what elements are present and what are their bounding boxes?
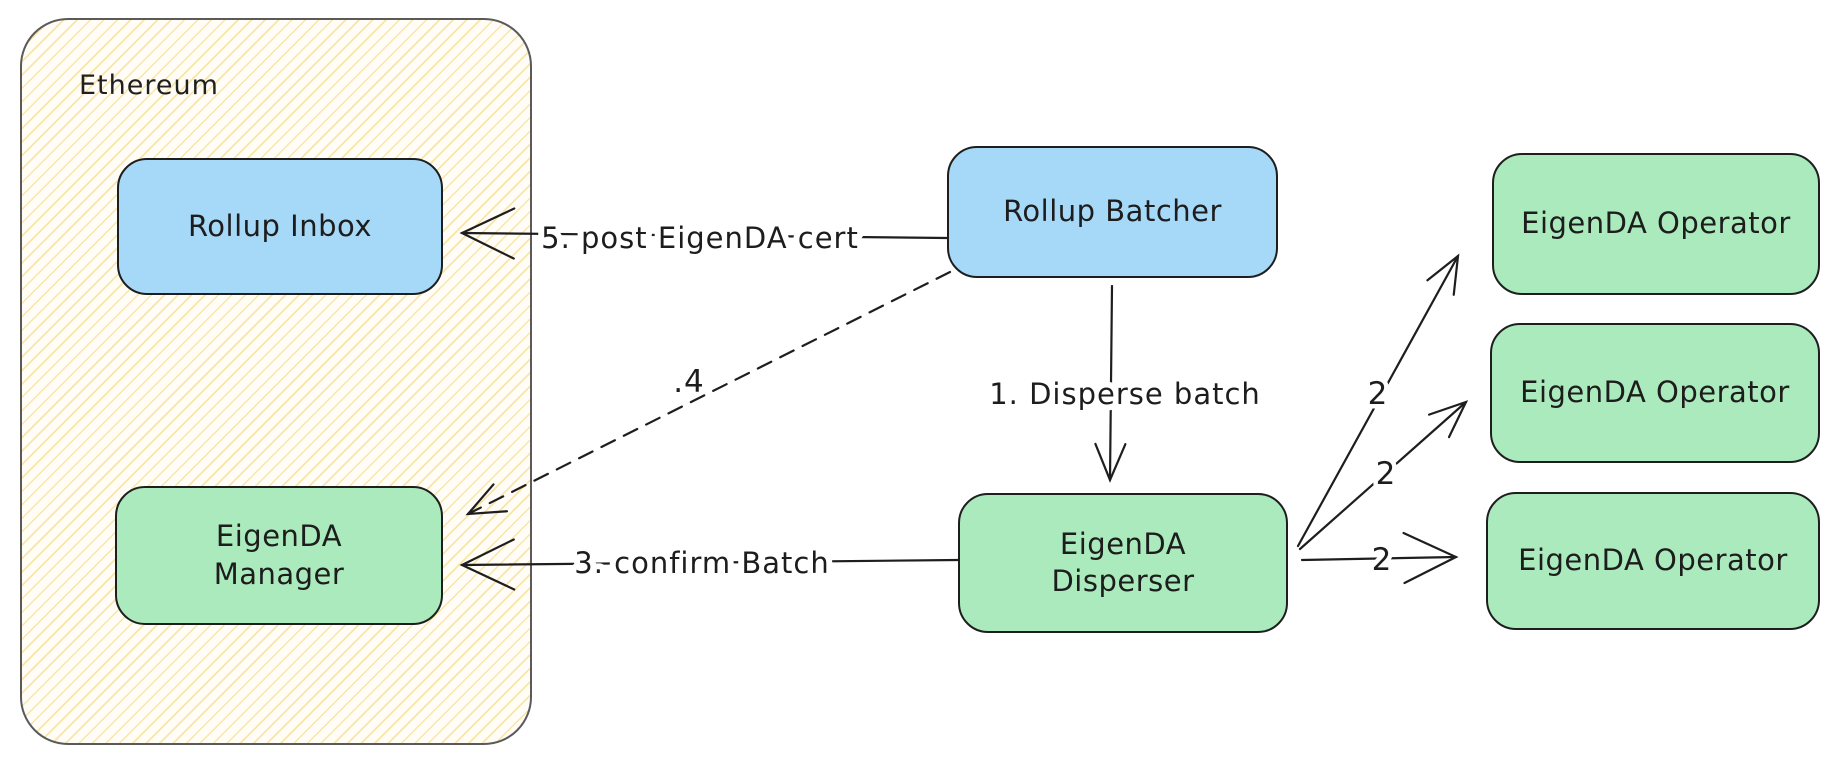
node-eigenda-manager-label: EigenDA Manager <box>213 519 345 591</box>
label-post-cert-4: .4 <box>673 364 705 400</box>
node-eigenda-operator-2: EigenDA Operator <box>1490 323 1820 463</box>
arrow-confirm-batch <box>459 538 960 591</box>
label-send-chunks-3: 2 <box>1372 542 1393 578</box>
label-post-cert-5: 5. post EigenDA cert <box>541 221 859 255</box>
arrow-post-cert-5 <box>459 207 949 260</box>
node-eigenda-disperser-label: EigenDA Disperser <box>1051 526 1195 598</box>
label-send-chunks-2: 2 <box>1376 456 1397 492</box>
node-eigenda-operator-1: EigenDA Operator <box>1492 153 1820 295</box>
node-rollup-inbox-label: Rollup Inbox <box>187 208 373 243</box>
node-rollup-batcher: Rollup Batcher <box>947 146 1278 278</box>
arrow-send-chunks-3 <box>1300 531 1459 585</box>
node-eigenda-operator-2-label: EigenDA Operator <box>1520 375 1790 410</box>
arrow-send-chunks-2 <box>1298 400 1469 551</box>
node-eigenda-operator-1-label: EigenDA Operator <box>1521 206 1791 241</box>
node-eigenda-disperser: EigenDA Disperser <box>958 493 1288 633</box>
node-eigenda-manager: EigenDA Manager <box>115 486 443 625</box>
arrow-send-chunks-1 <box>1296 253 1460 548</box>
ethereum-group-box: Ethereum <box>20 18 532 745</box>
node-rollup-inbox: Rollup Inbox <box>117 158 443 295</box>
node-eigenda-operator-3-label: EigenDA Operator <box>1518 543 1788 578</box>
arrow-disperse-batch <box>1094 284 1127 483</box>
ethereum-group-label: Ethereum <box>79 70 219 101</box>
label-send-chunks-1: 2 <box>1368 376 1389 412</box>
label-confirm-batch: 3. confirm Batch <box>574 546 829 580</box>
node-eigenda-operator-3: EigenDA Operator <box>1486 492 1820 630</box>
node-rollup-batcher-label: Rollup Batcher <box>1003 194 1222 229</box>
arrow-post-cert-4 <box>465 270 952 516</box>
label-disperse-batch: 1. Disperse batch <box>989 377 1261 411</box>
